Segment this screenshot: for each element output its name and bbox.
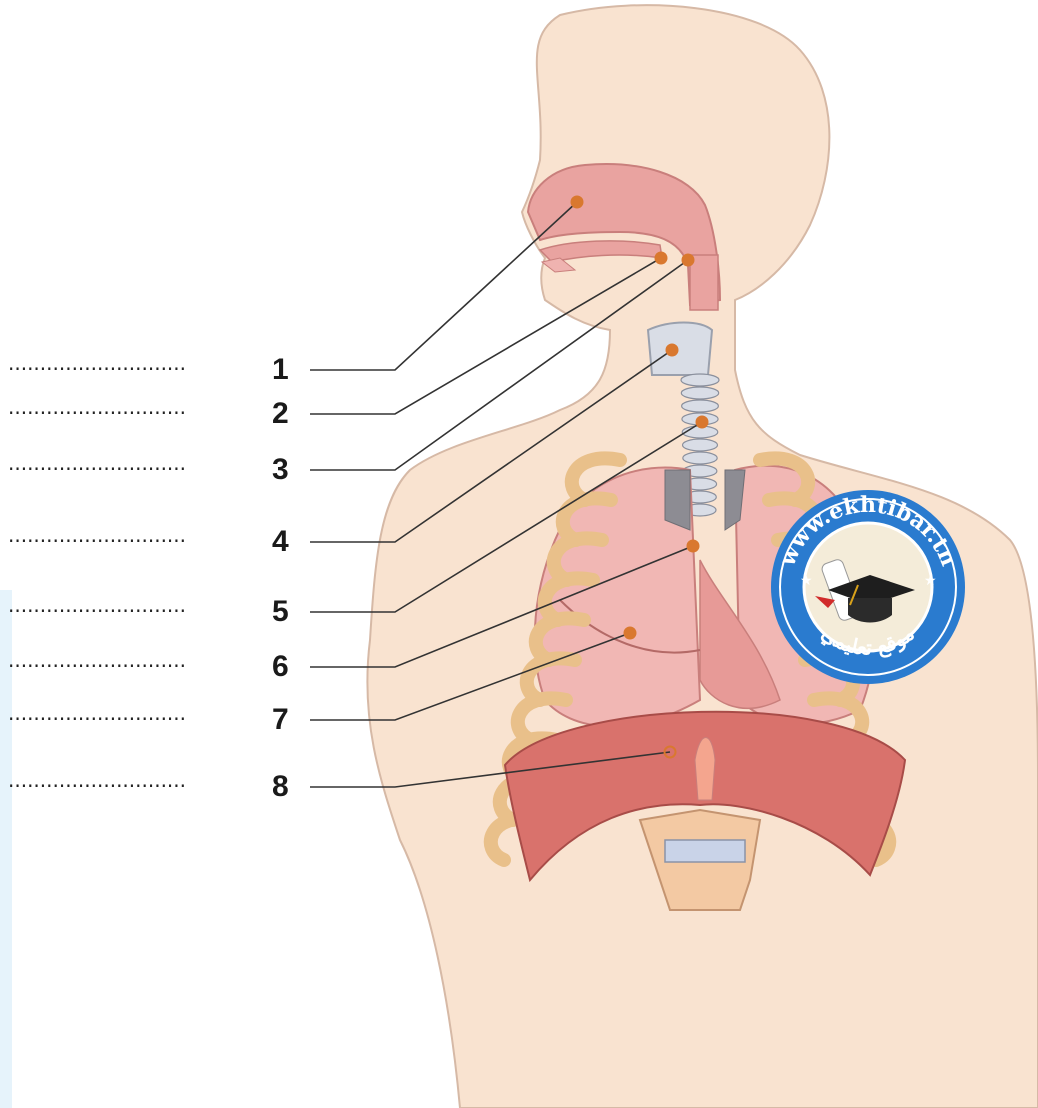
trachea-ring — [683, 439, 718, 451]
trachea-ring — [681, 374, 719, 386]
trachea-ring — [683, 452, 717, 464]
trachea-ring — [681, 387, 718, 399]
label-number: 7 — [272, 703, 289, 736]
label-number: 2 — [272, 397, 289, 430]
answer-blank: ............................ — [8, 768, 186, 792]
label-number: 1 — [272, 353, 289, 386]
label-list: ............................ 1...........… — [8, 351, 289, 803]
part-marker — [625, 628, 636, 639]
watermark-seal: www.ekhtibar.tn موقع تعليمي ★ ★ — [771, 490, 965, 684]
label-number: 4 — [272, 525, 289, 558]
answer-blank: ............................ — [8, 451, 186, 475]
part-marker — [667, 345, 678, 356]
label-number: 3 — [272, 453, 289, 486]
label-number: 8 — [272, 770, 289, 803]
seal-star-icon: ★ — [924, 572, 937, 588]
answer-blank: ............................ — [8, 523, 186, 547]
answer-blank: ............................ — [8, 701, 186, 725]
label-number: 6 — [272, 650, 289, 683]
part-marker — [688, 541, 699, 552]
answer-blank: ............................ — [8, 648, 186, 672]
answer-blank: ............................ — [8, 395, 186, 419]
answer-blank: ............................ — [8, 351, 186, 375]
part-marker — [697, 417, 708, 428]
answer-blank: ............................ — [8, 593, 186, 617]
part-marker — [572, 197, 583, 208]
part-marker — [656, 253, 667, 264]
trachea-ring — [682, 400, 719, 412]
label-number: 5 — [272, 595, 289, 628]
part-marker — [683, 255, 694, 266]
seal-star-icon: ★ — [800, 572, 813, 588]
